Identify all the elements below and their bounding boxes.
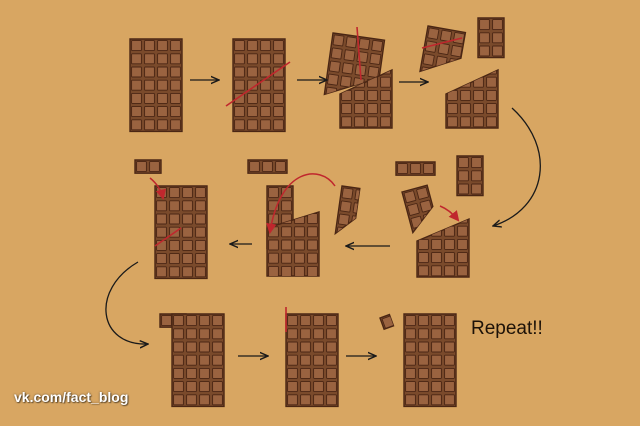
step6-red-curve-arrow [266,173,336,235]
step8-main-bar [171,313,225,408]
step7-seam-line [154,227,182,247]
step1-full-bar [129,38,183,133]
row1-to-row2-curve-arrow [493,107,541,226]
row2-to-row3-curve-arrow [105,261,148,344]
step7-small-piece [134,159,162,174]
step2-diagonal-cut-line [225,61,291,107]
step7-red-arrow [149,177,167,201]
cut-lines-and-arrows [105,26,541,356]
step9-main-bar [285,313,339,408]
step4-lower-piece [445,68,499,129]
repeat-caption: Repeat!! [471,318,543,339]
chocolate-pieces [129,17,505,408]
step5-column-strip [456,155,484,197]
step3-vertical-cut-line [356,26,362,81]
step2-full-bar [232,38,286,133]
step10-final-bar [403,313,457,408]
step7-main-bar [154,185,208,280]
step10-small-square [379,313,395,331]
step6-small-piece [247,159,288,174]
watermark-text: vk.com/fact_blog [14,389,129,405]
step5-red-arrow [439,205,460,222]
step5-small-piece [395,161,436,176]
step4-column-strip [477,17,505,59]
step4-cut-line [421,37,463,49]
step6-lower-piece [266,211,320,277]
step5-lower-piece [416,217,470,278]
step6-right-strip [334,185,361,237]
